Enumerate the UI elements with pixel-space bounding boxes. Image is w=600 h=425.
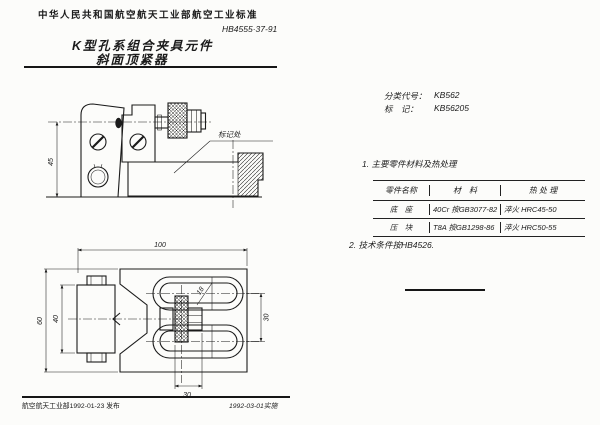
materials-table: 零件名称 材 料 热 处 理 底 座 40Cr 按GB3077-82 淬火 HR… bbox=[373, 180, 585, 237]
side-view-drawing: 45 bbox=[46, 102, 273, 208]
col-header-part: 零件名称 bbox=[385, 186, 417, 195]
dimension-40: 40 bbox=[53, 284, 75, 354]
pivot-hole bbox=[87, 164, 109, 188]
marking-callout-label: 标记处 bbox=[218, 130, 241, 139]
screw-head bbox=[115, 117, 122, 129]
dimension-30-right-label: 30 bbox=[264, 314, 271, 322]
col-header-heat-treatment: 热 处 理 bbox=[500, 185, 585, 196]
cell-heat-treatment: 淬火 HRC45-50 bbox=[500, 204, 585, 215]
marking-value: KB56205 bbox=[434, 103, 469, 113]
dimension-40-label: 40 bbox=[53, 315, 60, 323]
dimension-30-bottom: 30 bbox=[174, 333, 203, 399]
knurled-knob bbox=[167, 102, 188, 139]
roller bbox=[76, 275, 116, 363]
header-rule bbox=[24, 66, 277, 68]
col-header-material: 材 料 bbox=[429, 185, 500, 196]
footer-rule bbox=[22, 396, 290, 398]
cell-part: 底 座 bbox=[389, 205, 413, 214]
table-row: 底 座 40Cr 按GB3077-82 淬火 HRC45-50 bbox=[373, 201, 585, 219]
footer-issued: 航空航天工业部1992-01-23 发布 bbox=[22, 403, 120, 410]
marking-callout: 标记处 bbox=[173, 130, 273, 174]
hex-body bbox=[187, 307, 203, 331]
cell-material: 40Cr 按GB3077-82 bbox=[429, 204, 500, 215]
dimension-100: 100 bbox=[77, 242, 248, 273]
cell-part: 压 块 bbox=[389, 223, 413, 232]
dimension-60: 60 bbox=[37, 268, 118, 373]
standard-org-line: 中华人民共和国航空航天工业部航空工业标准 bbox=[38, 10, 259, 21]
classification-code-label: 分类代号： bbox=[384, 91, 427, 101]
screw-tip bbox=[112, 312, 121, 326]
tech-condition-note: 2. 技术条件按HB4526. bbox=[349, 240, 435, 250]
marking-row: 标 记： KB56205 bbox=[384, 103, 469, 115]
cell-heat-treatment: 淬火 HRC50-55 bbox=[500, 222, 585, 233]
dimension-45: 45 bbox=[48, 121, 59, 198]
hex-cap bbox=[186, 109, 207, 133]
knurled-knob bbox=[174, 295, 189, 343]
dimension-18: 18 bbox=[196, 282, 213, 306]
document-title-line2: 斜面顶紧器 bbox=[96, 53, 169, 67]
screw-shaft bbox=[154, 114, 169, 131]
footer-implemented: 1992-03-01实施 bbox=[229, 403, 278, 410]
classification-code-row: 分类代号： KB562 bbox=[384, 90, 460, 102]
dimension-30-bottom-label: 30 bbox=[183, 392, 191, 399]
table-row: 压 块 T8A 按GB1298-86 淬火 HRC50-55 bbox=[373, 219, 585, 237]
dimension-60-label: 60 bbox=[37, 317, 44, 325]
screw-shaft bbox=[159, 307, 174, 331]
dimension-100-label: 100 bbox=[154, 242, 166, 249]
dimension-30-right: 30 bbox=[246, 293, 271, 342]
clamp-body-outline bbox=[80, 103, 125, 198]
dimension-45-label: 45 bbox=[48, 158, 55, 166]
separator-line bbox=[405, 289, 485, 291]
lower-slot bbox=[152, 324, 244, 359]
standard-number: HB4555·37-91 bbox=[222, 24, 278, 34]
plan-view-drawing: 100 60 40 bbox=[37, 242, 271, 399]
table-header-row: 零件名称 材 料 热 处 理 bbox=[373, 180, 585, 201]
slotted-screw bbox=[89, 133, 107, 151]
base-plate-outline bbox=[119, 268, 248, 373]
base-section-hatch bbox=[237, 152, 264, 197]
dimension-18-label: 18 bbox=[196, 286, 206, 296]
slotted-screw bbox=[129, 133, 147, 151]
document-title-line1: K型孔系组合夹具元件 bbox=[72, 39, 214, 53]
classification-code-value: KB562 bbox=[434, 90, 460, 100]
marking-label: 标 记： bbox=[384, 104, 419, 114]
cell-material: T8A 按GB1298-86 bbox=[429, 222, 500, 233]
materials-heading: 1. 主要零件材料及热处理 bbox=[362, 159, 457, 169]
